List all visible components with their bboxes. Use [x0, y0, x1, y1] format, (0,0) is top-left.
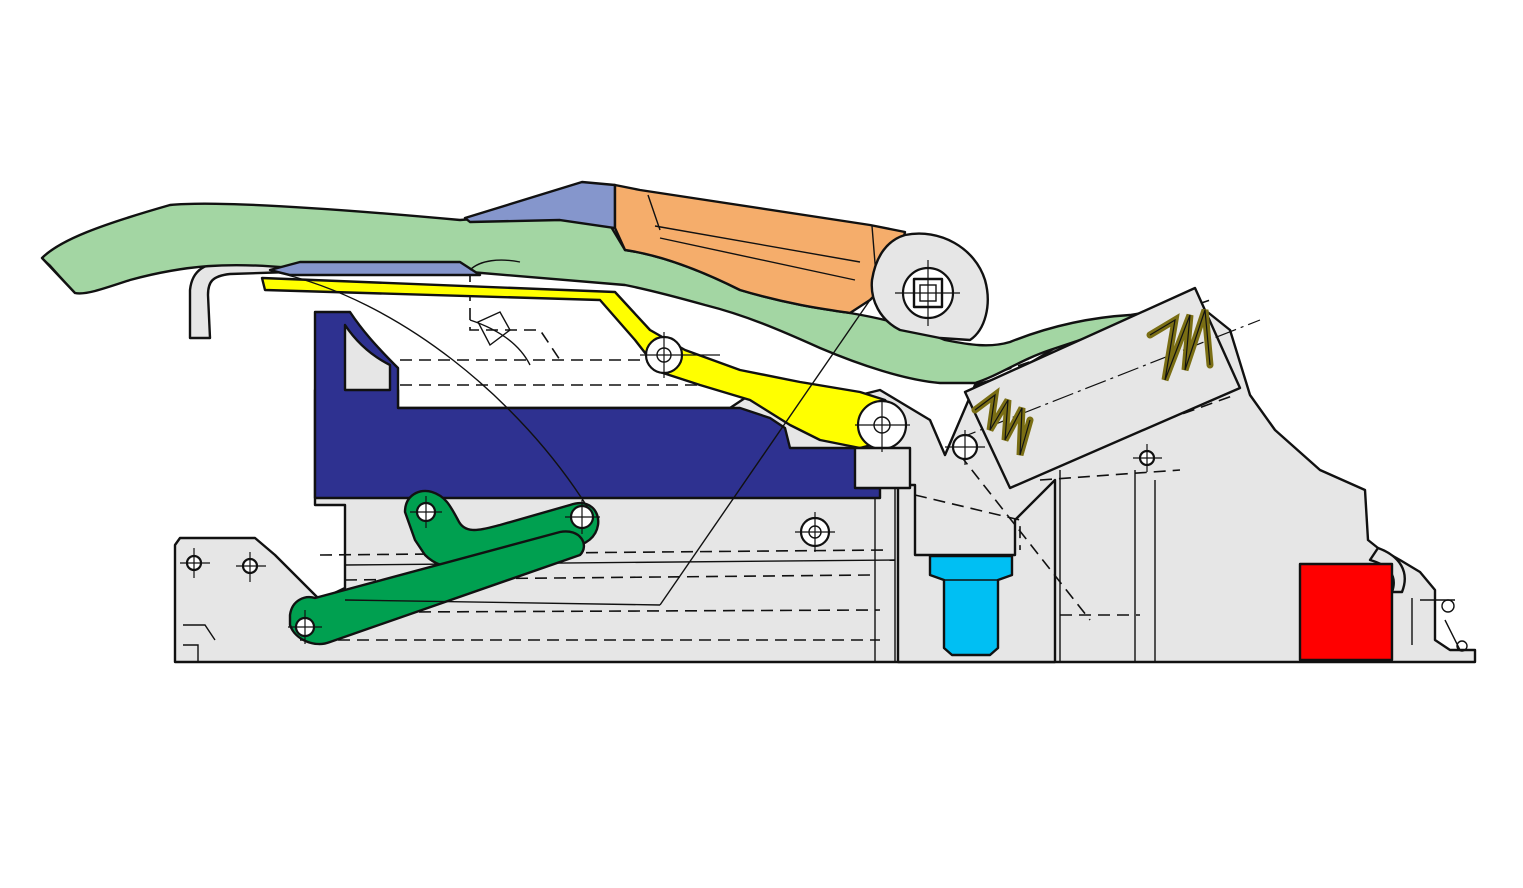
cover-plate	[268, 180, 617, 277]
spring-right	[1146, 308, 1214, 382]
roller	[870, 232, 989, 342]
spring-left	[971, 387, 1034, 456]
stop-block	[1298, 562, 1394, 662]
pin-housing	[853, 446, 912, 490]
plunger	[928, 554, 1014, 657]
pin-markers	[180, 260, 1162, 644]
orange-block	[613, 183, 907, 315]
pedal-arm	[40, 202, 1172, 385]
construction-lines	[274, 259, 871, 606]
